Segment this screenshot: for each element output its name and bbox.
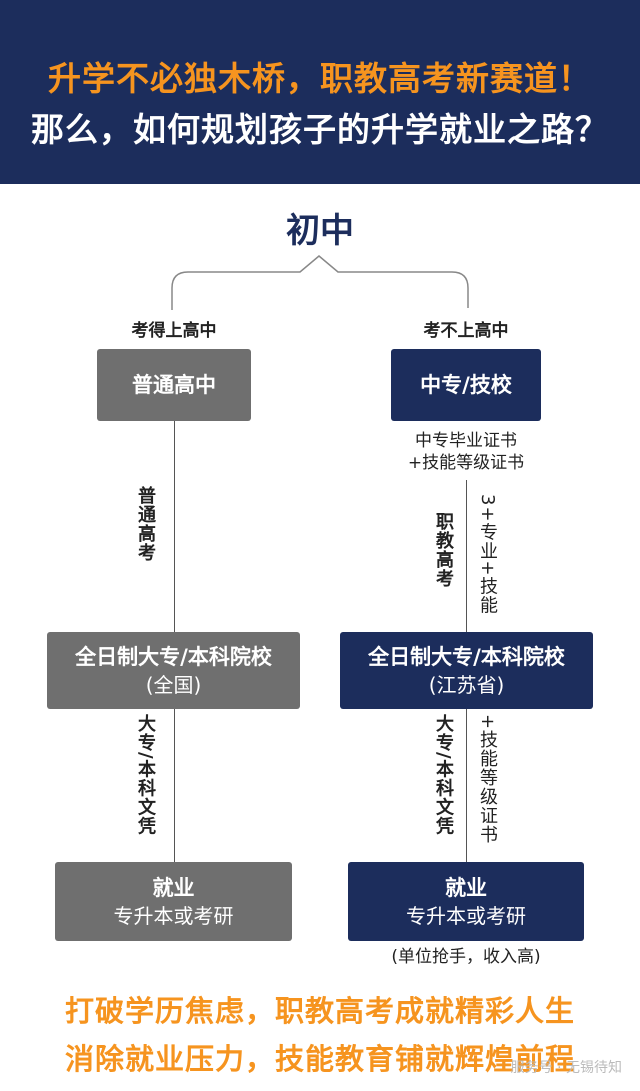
header-title-line1: 升学不必独木桥，职教高考新赛道！ [48, 59, 592, 98]
branch-brace [171, 255, 469, 310]
footer-slogan-line1: 打破学历焦虑，职教高考成就精彩人生 [64, 994, 575, 1028]
box-employment-right-line2: 专升本或考研 [406, 903, 526, 928]
left-edge2-label: 大专/本科文凭 [135, 714, 156, 836]
right-edge1-label-left: 职教高考 [433, 512, 454, 588]
box-general-high-school: 普通高中 [97, 349, 251, 421]
left-branch-label: 考得上高中 [131, 321, 217, 341]
box-vocational-school-label: 中专/技校 [420, 373, 512, 397]
root-node: 初中 [286, 211, 354, 251]
right-connector-2 [466, 709, 467, 863]
box-general-high-school-label: 普通高中 [132, 373, 216, 397]
footer-slogan-line2: 消除就业压力，技能教育铺就辉煌前程 [64, 1042, 575, 1076]
box-college-jiangsu: 全日制大专/本科院校 (江苏省) [340, 632, 593, 709]
right-connector-1 [466, 480, 467, 633]
cert-line2: +技能等级证书 [407, 453, 525, 473]
right-edge2-label-right: +技能等级证书 [477, 714, 498, 845]
watermark: 服务号 · 无锡待知 [510, 1060, 622, 1076]
left-connector-2 [174, 709, 175, 863]
right-edge1-label-right: 3+专业+技能 [477, 494, 498, 615]
right-edge2-label-left: 大专/本科文凭 [433, 714, 454, 836]
box-employment-right-line1: 就业 [445, 875, 487, 900]
left-edge1-label: 普通高考 [135, 486, 156, 562]
header-banner: 升学不必独木桥，职教高考新赛道！ 那么，如何规划孩子的升学就业之路？ [0, 0, 640, 184]
box-college-national: 全日制大专/本科院校 (全国) [47, 632, 300, 709]
box-college-jiangsu-line2: (江苏省) [428, 672, 505, 697]
box-employment-right: 就业 专升本或考研 [348, 862, 584, 941]
header-title-line2: 那么，如何规划孩子的升学就业之路？ [31, 110, 609, 149]
right-certificate-note: 中专毕业证书 +技能等级证书 [378, 430, 554, 474]
box-employment-left-line1: 就业 [152, 875, 195, 900]
box-college-jiangsu-line1: 全日制大专/本科院校 [368, 644, 565, 669]
right-employment-note: (单位抢手，收入高) [391, 947, 541, 967]
box-employment-left: 就业 专升本或考研 [55, 862, 292, 941]
box-vocational-school: 中专/技校 [391, 349, 541, 421]
right-branch-label: 考不上高中 [423, 321, 509, 341]
cert-line1: 中专毕业证书 [415, 431, 517, 451]
left-connector-1 [174, 421, 175, 633]
box-employment-left-line2: 专升本或考研 [113, 903, 234, 928]
box-college-national-line1: 全日制大专/本科院校 [75, 644, 272, 669]
box-college-national-line2: (全国) [145, 672, 202, 697]
